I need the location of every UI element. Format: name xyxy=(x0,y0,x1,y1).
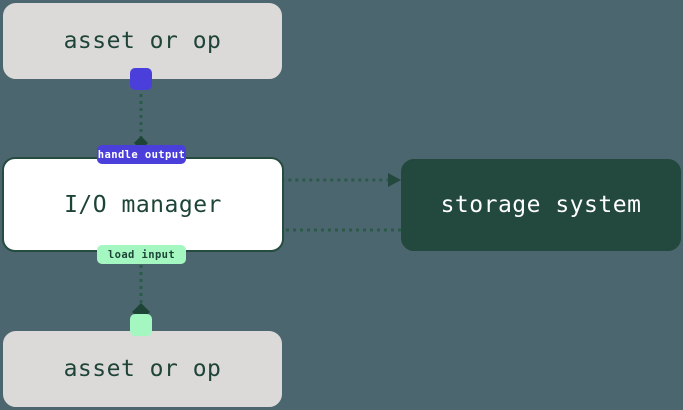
node-label: storage system xyxy=(440,192,642,218)
node-asset-or-op-top[interactable]: asset or op xyxy=(3,3,282,79)
node-label: asset or op xyxy=(63,356,222,382)
arrowhead-to-storage xyxy=(388,173,401,187)
input-port-marker[interactable] xyxy=(130,314,152,336)
edge-label-handle-output[interactable]: handle output xyxy=(97,145,186,164)
edge-label-text: handle output xyxy=(97,148,186,161)
edge-label-text: load input xyxy=(107,248,176,261)
output-port-marker[interactable] xyxy=(130,68,152,90)
node-label: I/O manager xyxy=(64,191,222,218)
edge-label-load-input[interactable]: load input xyxy=(97,245,186,264)
node-storage-system[interactable]: storage system xyxy=(401,159,681,251)
node-label: asset or op xyxy=(63,28,222,54)
node-io-manager[interactable]: I/O manager xyxy=(2,157,284,252)
node-asset-or-op-bottom[interactable]: asset or op xyxy=(3,331,282,407)
